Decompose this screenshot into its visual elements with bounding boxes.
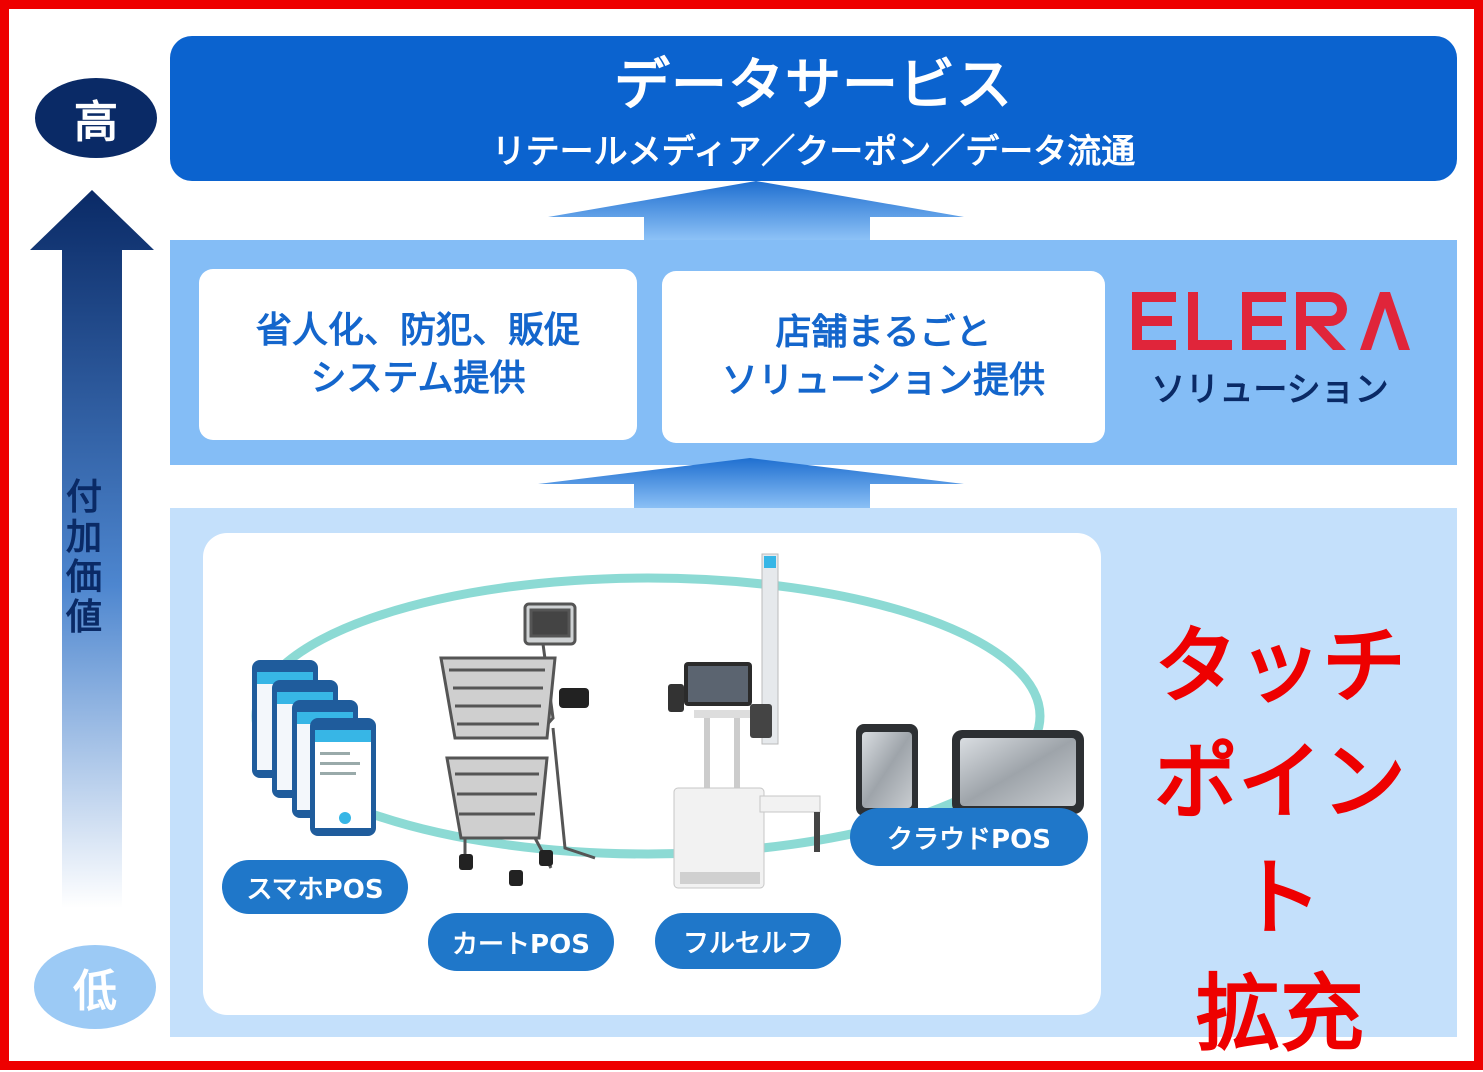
full-self-kiosk-image [668,553,821,889]
labor-saving-line-1: 省人化、防犯、販促 [255,309,580,351]
touchpoint-line-2: ポイント [1153,733,1406,947]
cart-pos-image [439,602,596,886]
whole-store-line-2: ソリューション提供 [721,360,1046,401]
low-value-badge: 低 [34,945,156,1029]
upward-arrow-bottom [538,458,964,510]
touchpoint-line-3: 拡充 [1195,965,1364,1063]
data-service-title: データサービス [614,53,1013,118]
added-value-char: 値 [65,597,102,638]
touchpoint-expansion-text: タッチ ポイント 拡充 [1115,608,1445,1072]
cloud-pos-devices-image [856,724,1084,816]
cloud-pos-label: クラウドPOS [850,808,1088,866]
data-service-subtitle: リテールメディア／クーポン／データ流通 [491,132,1136,172]
cart-pos-label: カートPOS [428,913,614,971]
added-value-label: 付 加 価 値 [64,478,104,638]
labor-saving-system-box: 省人化、防犯、販促 システム提供 [199,269,637,440]
upward-arrow-top [548,181,964,241]
smartphone-pos-image [252,660,376,836]
elera-solution-label: ソリューション [1151,370,1389,410]
high-value-badge: 高 [35,78,157,158]
full-self-label: フルセルフ [655,913,841,969]
whole-store-line-1: 店舗まるごと [775,312,992,353]
whole-store-solution-box: 店舗まるごと ソリューション提供 [662,271,1105,443]
added-value-char: 価 [65,557,102,598]
added-value-char: 付 [65,477,102,518]
data-service-layer: データサービス リテールメディア／クーポン／データ流通 [170,36,1457,181]
smartphone-pos-label: スマホPOS [222,860,408,914]
touchpoint-line-1: タッチ [1153,617,1406,715]
value-up-arrow [30,190,154,908]
labor-saving-line-2: システム提供 [310,357,526,399]
elera-logo [1132,292,1410,350]
added-value-char: 加 [65,517,102,558]
